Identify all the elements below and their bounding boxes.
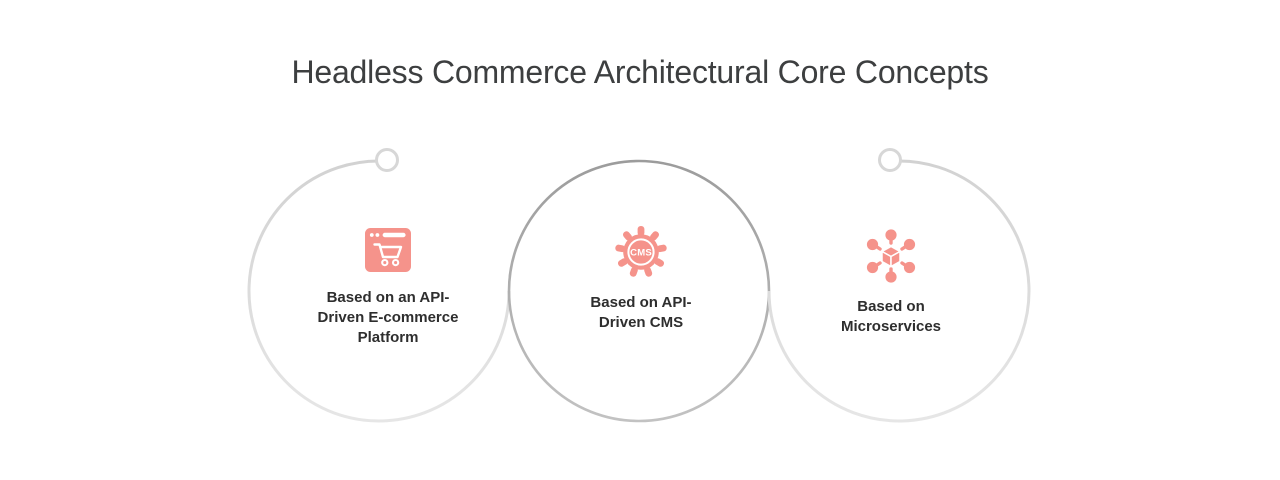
- browser-cart-icon: [365, 228, 411, 272]
- cms-icon-text: CMS: [630, 248, 652, 259]
- concept-card-microservices: Based on Microservices: [791, 228, 991, 337]
- concept-card-ecommerce: Based on an API- Driven E-commerce Platf…: [288, 228, 488, 348]
- concept-card-cms: CMS Based on API- Driven CMS: [541, 226, 741, 333]
- concept-label-line: Driven CMS: [598, 314, 684, 331]
- ring-node-1: [375, 148, 399, 172]
- concept-label: Based on Microservices: [841, 297, 941, 337]
- concept-label-line: Platform: [357, 329, 419, 346]
- page-title: Headless Commerce Architectural Core Con…: [291, 54, 989, 90]
- concept-label: Based on an API- Driven E-commerce Platf…: [318, 288, 459, 348]
- microservices-icon: [866, 229, 916, 283]
- concept-label: Based on API- Driven CMS: [590, 293, 691, 333]
- concept-label-line: Based on API-: [590, 294, 692, 311]
- cms-gear-icon: CMS: [615, 226, 667, 277]
- concept-label-line: Based on an API-: [326, 289, 450, 306]
- ring-node-3: [878, 148, 902, 172]
- ring-circle-3: [767, 159, 1031, 423]
- concept-label-line: Microservices: [840, 318, 942, 335]
- ring-circle-1: [247, 159, 511, 423]
- concept-label-line: Based on: [857, 298, 925, 315]
- concept-label-line: Driven E-commerce: [317, 309, 459, 326]
